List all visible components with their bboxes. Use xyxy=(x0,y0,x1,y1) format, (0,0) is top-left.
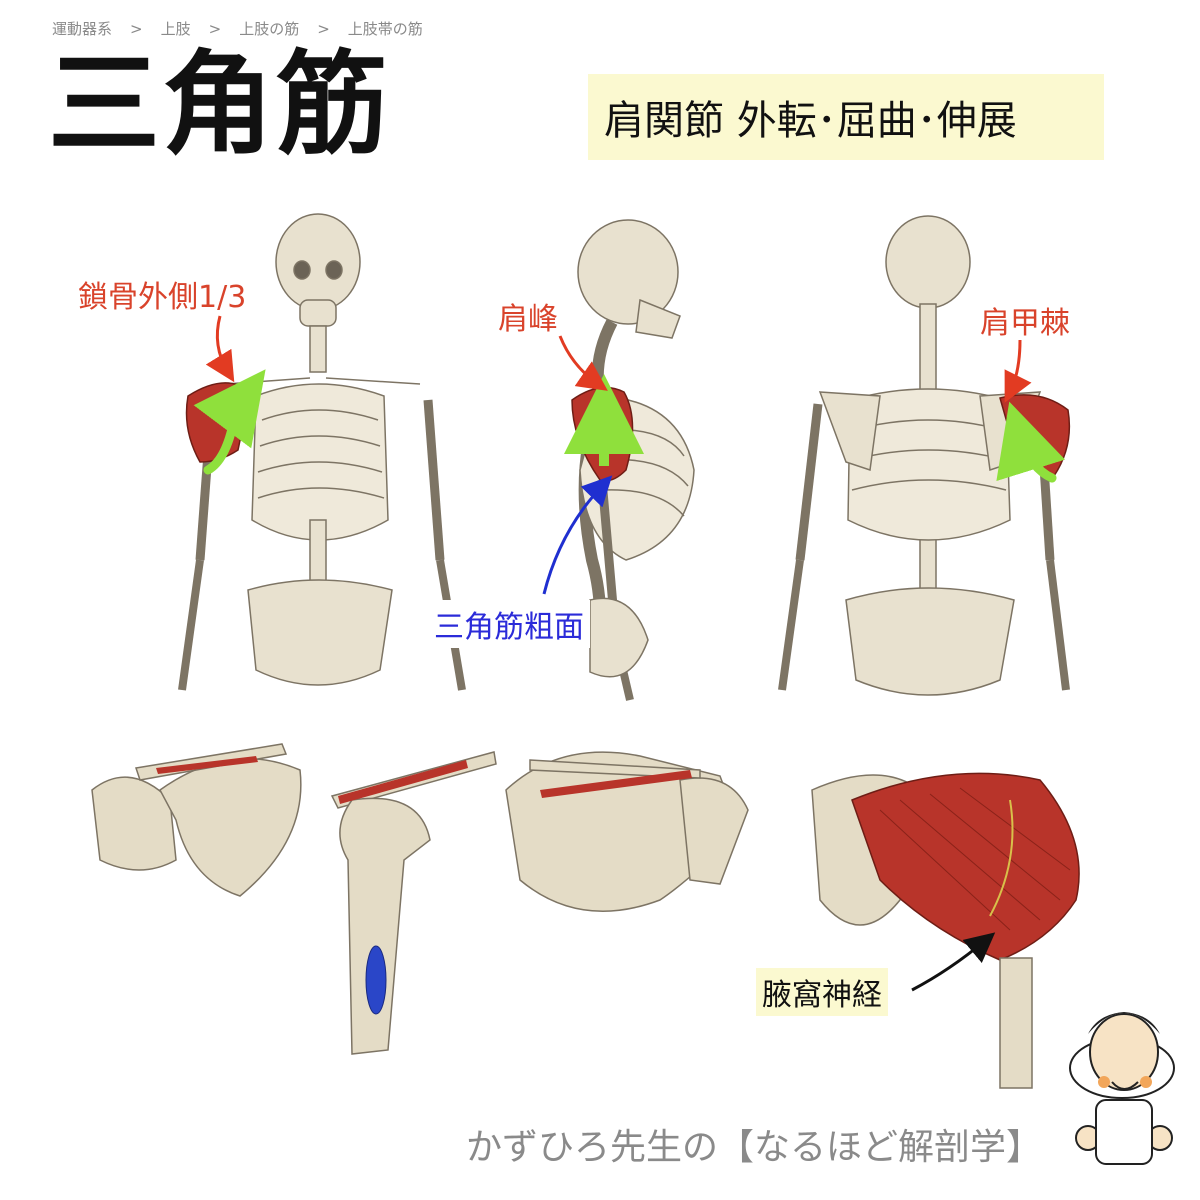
breadcrumb-separator: > xyxy=(130,20,143,38)
breadcrumb-separator: > xyxy=(208,20,222,38)
cartoon-author-avatar xyxy=(1069,1012,1175,1165)
label-deltoid-tuberosity-insertion: 三角筋粗面 xyxy=(428,600,590,648)
subtitle: 肩関節 外転･屈曲･伸展 xyxy=(604,98,1017,144)
breadcrumb-item[interactable]: 運動器系 xyxy=(52,20,113,38)
page-title: 三角筋 xyxy=(48,40,390,170)
insertion-deltoid-tuberosity xyxy=(365,945,387,1015)
breadcrumb-item[interactable]: 上肢の筋 xyxy=(239,20,300,38)
pointer-arrow-clavicle xyxy=(205,315,235,383)
origin-scapular-spine-3 xyxy=(540,770,692,798)
breadcrumb-item[interactable]: 上肢帯の筋 xyxy=(347,20,423,38)
abduction-arrow-front xyxy=(193,369,266,475)
deltoid-muscle-front xyxy=(185,382,251,463)
skeleton-front-view xyxy=(178,213,466,691)
pointer-arrow-deltoid-tuberosity xyxy=(542,475,613,595)
pointer-arrow-acromion xyxy=(558,335,608,391)
footer-credit: かずひろ先生の【なるほど解剖学】 xyxy=(466,1127,1043,1168)
extension-arrow-back xyxy=(996,401,1066,483)
pointer-arrow-axillary-nerve xyxy=(911,932,996,992)
deltoid-muscle-detail xyxy=(811,772,1080,1089)
label-axillary-nerve: 腋窩神経 xyxy=(756,968,888,1016)
label-clavicle-origin: 鎖骨外側1/3 xyxy=(78,280,247,315)
label-acromion-origin: 肩峰 xyxy=(498,302,558,337)
origin-acromion-2 xyxy=(338,760,468,804)
breadcrumb: 運動器系 > 上肢 > 上肢の筋 > 上肢帯の筋 xyxy=(52,18,423,39)
label-scapular-spine-origin: 肩甲棘 xyxy=(980,306,1070,341)
subtitle-highlight xyxy=(588,74,1104,160)
pointer-arrow-scapular-spine xyxy=(1004,339,1032,403)
breadcrumb-item[interactable]: 上肢 xyxy=(160,20,191,38)
breadcrumb-separator: > xyxy=(317,20,330,38)
shoulder-bone-detail-3 xyxy=(505,751,749,912)
origin-clavicle-1 xyxy=(156,756,258,774)
skeleton-back-view xyxy=(778,215,1070,696)
